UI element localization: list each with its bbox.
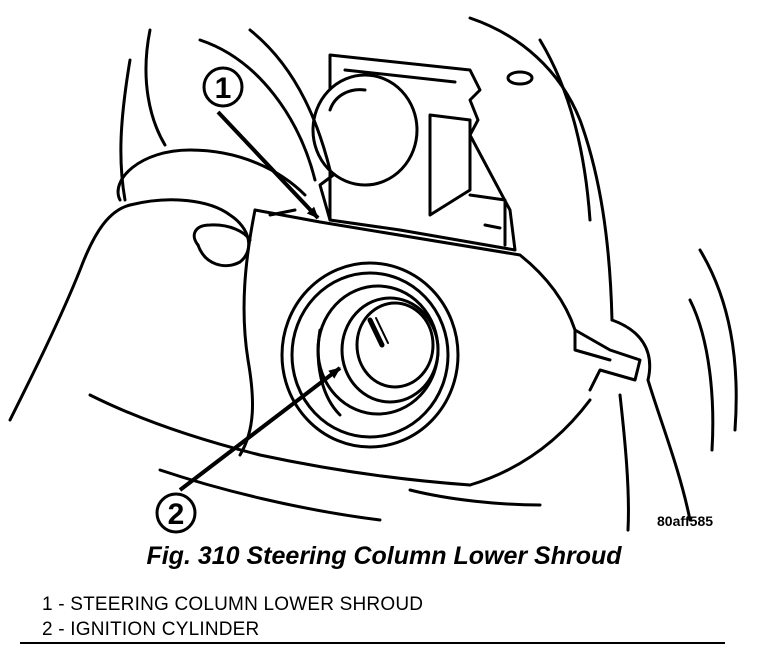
figure-caption: Fig. 310 Steering Column Lower Shroud: [146, 542, 622, 570]
lever-knob: [311, 73, 419, 187]
figure-illustration: 1 2 80aff585: [8, 16, 738, 534]
legend-item-steering-column-lower-shroud: 1 - STEERING COLUMN LOWER SHROUD: [42, 594, 424, 615]
figure-reference-code: 80aff585: [657, 513, 713, 529]
callout-2-leader: [178, 366, 342, 492]
column-bracket: [318, 53, 517, 252]
callout-1-circle: [202, 66, 244, 108]
callout-2: 2: [155, 366, 342, 534]
bottom-rule: [20, 642, 725, 644]
callout-1-leader: [216, 110, 320, 220]
callout-2-circle: [155, 492, 197, 534]
callout-1: 1: [202, 66, 320, 220]
legend: 1 - STEERING COLUMN LOWER SHROUD 2 - IGN…: [42, 592, 423, 642]
dash-panel: [468, 16, 738, 532]
callout-1-number: 1: [215, 72, 232, 105]
lower-shroud: [88, 208, 642, 522]
legend-item-ignition-cylinder: 2 - IGNITION CYLINDER: [42, 619, 260, 640]
callout-2-number: 2: [168, 498, 185, 531]
ignition-cylinder: [280, 261, 460, 449]
